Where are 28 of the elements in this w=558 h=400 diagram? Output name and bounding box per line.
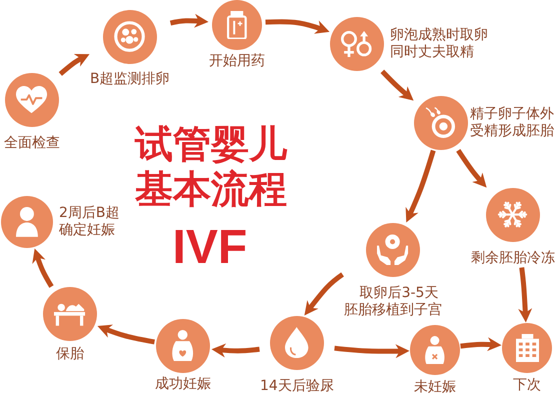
curved-arrow	[170, 14, 209, 28]
step-label: 下次	[513, 377, 541, 394]
curved-arrow	[334, 344, 410, 358]
curved-arrow	[380, 70, 416, 103]
curved-arrow	[58, 52, 91, 76]
curved-arrow	[518, 267, 532, 323]
curved-arrow	[456, 149, 489, 190]
curved-arrow	[96, 324, 155, 344]
step-label: 2周后B超确定妊娠	[59, 205, 121, 239]
title: 试管婴儿基本流程	[134, 122, 288, 212]
step-label: 成功妊娠	[155, 376, 211, 393]
step-label: 取卵后3-5天胚胎移植到子宫	[343, 285, 443, 319]
step-label: 剩余胚胎冷冻	[471, 250, 555, 267]
step-label: 精子卵子体外受精形成胚胎	[470, 106, 555, 140]
curved-arrow	[211, 344, 260, 358]
step-label: 卵泡成熟时取卵同时丈夫取精	[390, 27, 489, 61]
curved-arrow	[265, 19, 330, 34]
curved-arrow	[302, 272, 344, 318]
step-label: 保胎	[56, 346, 84, 363]
step-label: 未妊娠	[414, 379, 456, 396]
curved-arrow	[404, 150, 436, 224]
step-label: 全面检查	[4, 135, 60, 152]
curved-arrow	[460, 337, 502, 352]
subtitle: IVF	[172, 224, 248, 272]
step-label: 14天后验尿	[260, 378, 334, 395]
step-label: B超监测排卵	[90, 71, 170, 88]
curved-arrow	[32, 248, 54, 288]
step-label: 开始用药	[209, 53, 265, 70]
